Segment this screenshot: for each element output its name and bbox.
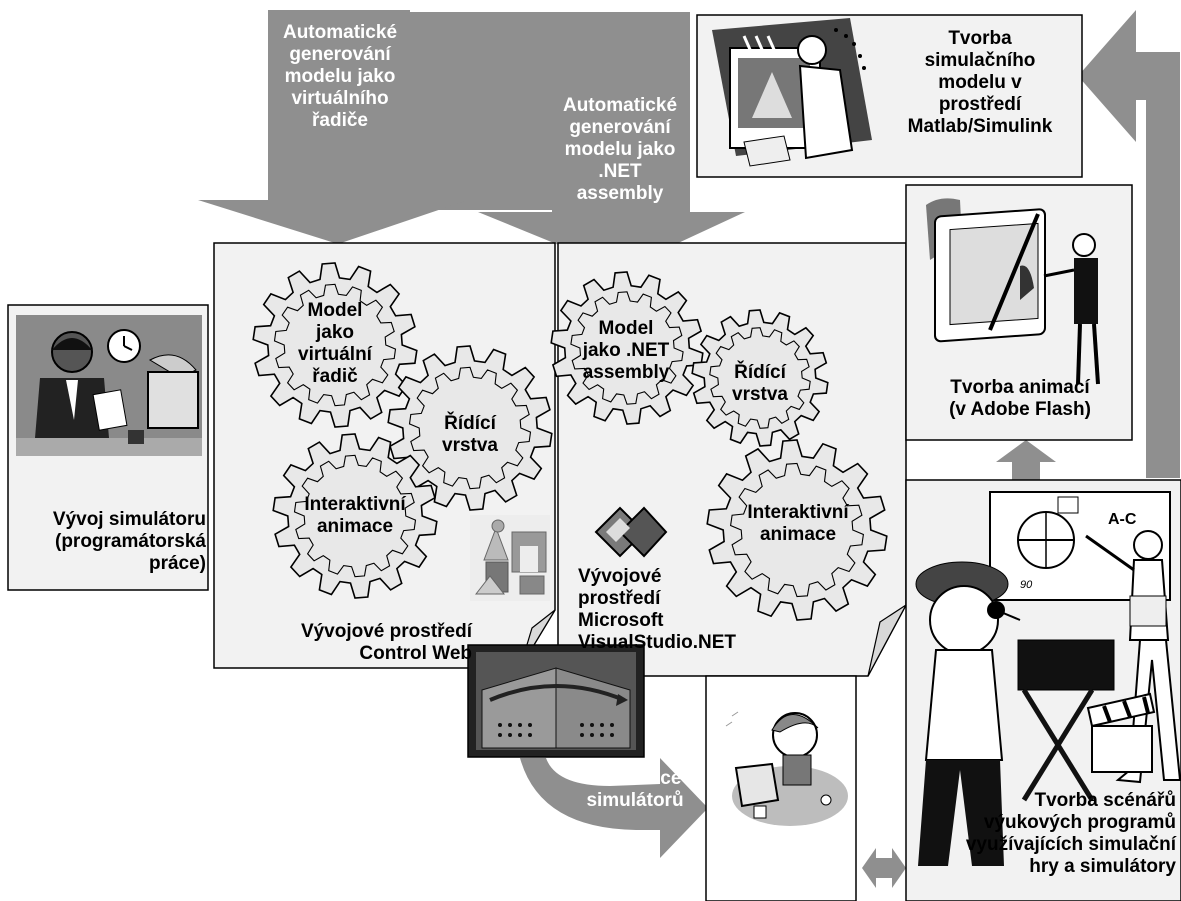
visual-studio-logo-icon xyxy=(594,506,668,558)
distribution-arrow xyxy=(520,758,708,858)
svg-text:A-C: A-C xyxy=(1108,511,1137,528)
feedback-arrow xyxy=(1078,10,1180,478)
student-at-computer-icon xyxy=(725,711,848,826)
gear-cw-control-inner-ring xyxy=(408,366,532,490)
gear-vs-control-inner-ring xyxy=(709,327,811,429)
down-arrow-virtual-controller xyxy=(198,10,468,244)
gear-vs-anim xyxy=(706,439,888,621)
gear-cw-anim-inner-ring xyxy=(293,454,417,578)
flash-label: Tvorba animací (v Adobe Flash) xyxy=(949,377,1091,420)
vs-caption: Vývojové prostředí Microsoft VisualStudi… xyxy=(578,566,737,653)
gear-cw-anim xyxy=(272,433,438,599)
distribution-label: Distribuce simulátorů xyxy=(586,768,684,811)
gears-layer xyxy=(252,262,888,621)
gear-vs-model-inner-ring xyxy=(570,291,684,405)
programmer-at-desk-icon xyxy=(16,315,202,456)
arrow-label-dotnet: Automatické generování modelu jako .NET … xyxy=(562,95,678,204)
developer-label: Vývoj simulátoru (programátorská práce) xyxy=(52,509,206,574)
gear-cw-control xyxy=(387,345,553,511)
scenarios-label: Tvorba scénářů výukových programů využív… xyxy=(965,790,1176,877)
building-blocks-icon xyxy=(470,515,550,601)
gear-label-vs-control: Řídící vrstva xyxy=(732,362,788,405)
gear-label-cw-control: Řídící vrstva xyxy=(442,413,498,456)
gear-vs-anim-inner-ring xyxy=(729,462,865,598)
gear-cw-model-inner-ring xyxy=(273,283,397,407)
gear-vs-model xyxy=(550,271,704,425)
gear-label-vs-anim: Interaktivní animace xyxy=(747,502,849,545)
top-flow-arrows xyxy=(198,10,745,270)
arrow-label-virtual-controller: Automatické generování modelu jako virtu… xyxy=(282,22,398,131)
down-arrow-dotnet xyxy=(478,82,745,270)
double-arrow xyxy=(862,848,906,888)
gear-label-cw-anim: Interaktivní animace xyxy=(304,494,406,537)
matlab-label: Tvorba simulačního modelu v prostředí Ma… xyxy=(907,28,1053,137)
gear-label-vs-model: Model jako .NET assembly xyxy=(582,318,670,383)
svg-text:90: 90 xyxy=(1020,579,1033,591)
designer-tablet-icon xyxy=(926,198,1100,385)
teacher-director-icon: A-C 90 xyxy=(915,491,1181,866)
gear-cw-model xyxy=(252,262,418,428)
gear-vs-control xyxy=(691,309,829,447)
arrow-scenarios-to-flash xyxy=(996,440,1056,480)
scientist-matlab-icon xyxy=(712,18,872,167)
gear-label-cw-model: Model jako virtuální řadič xyxy=(298,300,372,387)
control-web-caption: Vývojové prostředí Control Web xyxy=(300,621,472,664)
